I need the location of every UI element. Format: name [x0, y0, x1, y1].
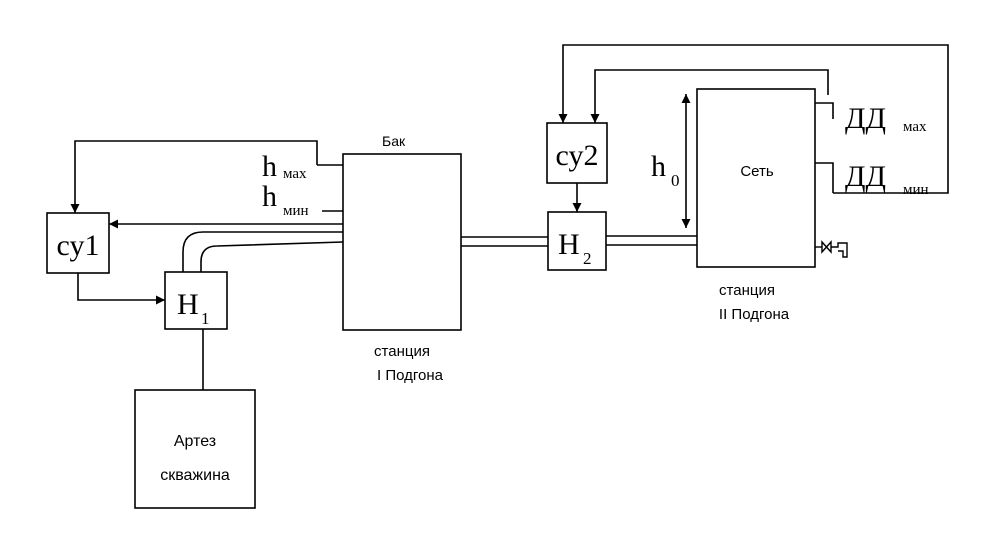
valve-icon — [815, 240, 848, 258]
dd-min-subscript: мин — [903, 182, 929, 198]
dd-min-connector — [815, 162, 834, 193]
pump-h1-label: H — [177, 288, 199, 321]
station2-caption-1: станция — [719, 282, 775, 299]
su1-label: су1 — [57, 229, 100, 262]
dd-max-connector — [815, 102, 834, 119]
station1-caption-1: станция — [374, 343, 430, 360]
network-label: Сеть — [740, 163, 774, 180]
h0-subscript: 0 — [671, 171, 680, 190]
station1-caption-2: I Подгона — [377, 367, 444, 384]
artesian-well-label-2: скважина — [160, 467, 230, 484]
station2-caption-2: II Подгона — [719, 306, 790, 323]
pump-h1-to-tank-pipe-outer — [182, 231, 343, 272]
dd-min-label: ДД — [845, 160, 886, 193]
pump-h2-label: H — [558, 228, 580, 261]
dd-max-label: ДД — [845, 102, 886, 135]
h-max-subscript: мах — [283, 166, 307, 182]
h-min-label: h — [262, 180, 277, 213]
h-max-label: h — [262, 150, 277, 183]
dd-min-feedback-line — [558, 44, 949, 194]
h0-label: h — [651, 150, 666, 183]
h-min-subscript: мин — [283, 203, 309, 219]
artesian-well-label-1: Артез — [174, 433, 216, 450]
tank-label: Бак — [382, 133, 406, 149]
su1-to-pump-h1-line — [77, 273, 165, 305]
h-max-feedback-line — [70, 140, 318, 213]
artesian-well-block — [134, 389, 256, 509]
dd-max-feedback-line — [590, 69, 829, 123]
tank-block — [342, 153, 462, 331]
pump-h1-subscript: 1 — [201, 309, 210, 328]
network-block — [696, 88, 816, 268]
pump-h1-to-tank-pipe-inner — [200, 241, 344, 272]
pump-h2-subscript: 2 — [583, 249, 592, 268]
su2-label: су2 — [556, 139, 599, 172]
dd-max-subscript: мах — [903, 119, 927, 135]
